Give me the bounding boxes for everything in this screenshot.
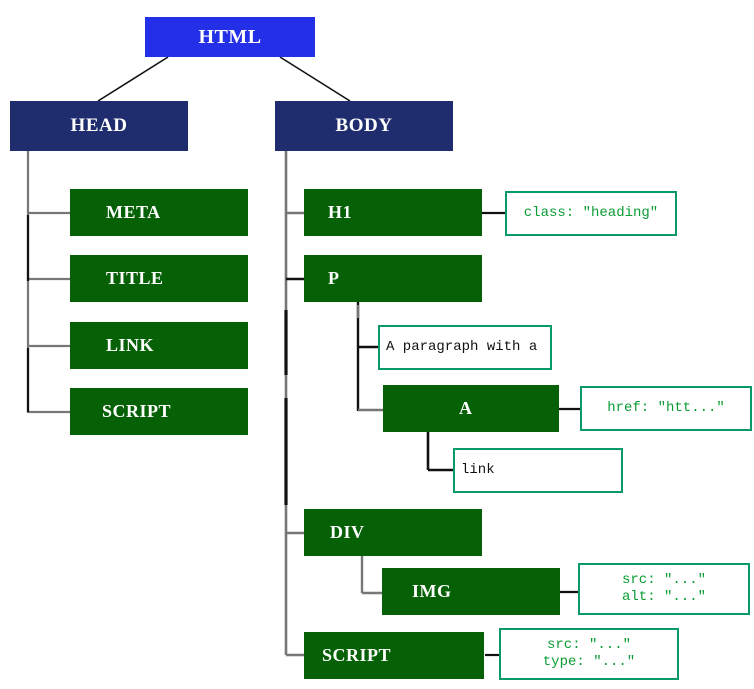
- node-p[interactable]: P: [304, 255, 482, 302]
- node-head[interactable]: HEAD: [10, 101, 188, 151]
- node-body-label: BODY: [335, 115, 393, 136]
- node-a-label: A: [459, 398, 473, 418]
- node-html-label: HTML: [198, 25, 262, 48]
- node-h1[interactable]: H1: [304, 189, 482, 236]
- node-body[interactable]: BODY: [275, 101, 453, 151]
- node-div-label: DIV: [330, 522, 365, 542]
- node-head-script-label: SCRIPT: [102, 401, 172, 421]
- attr-box-img-attrs[interactable]: src: "..." alt: "...": [578, 563, 750, 615]
- node-meta[interactable]: META: [70, 189, 248, 236]
- text-node-link[interactable]: link: [453, 448, 623, 493]
- node-body-script[interactable]: SCRIPT: [304, 632, 484, 679]
- text-node-paragraph[interactable]: A paragraph with a: [378, 325, 552, 370]
- node-p-label: P: [328, 268, 340, 288]
- attr-box-a-href[interactable]: href: "htt...": [580, 386, 752, 431]
- node-title-label: TITLE: [106, 268, 164, 288]
- node-img-label: IMG: [412, 581, 452, 601]
- node-head-label: HEAD: [70, 115, 128, 136]
- node-head-script[interactable]: SCRIPT: [70, 388, 248, 435]
- node-body-script-label: SCRIPT: [322, 645, 392, 665]
- node-meta-label: META: [106, 202, 161, 222]
- node-link-label: LINK: [106, 335, 155, 355]
- attr-box-script-attrs[interactable]: src: "..." type: "...": [499, 628, 679, 680]
- node-div[interactable]: DIV: [304, 509, 482, 556]
- node-title[interactable]: TITLE: [70, 255, 248, 302]
- attr-a-href-line1: href: "htt...": [607, 400, 725, 416]
- attr-img-src-line: src: "...": [621, 572, 706, 588]
- node-html[interactable]: HTML: [145, 17, 315, 57]
- node-img[interactable]: IMG: [382, 568, 560, 615]
- attr-img-alt-line: alt: "...": [621, 589, 706, 605]
- attr-h1-class-line1: class: "heading": [523, 205, 659, 221]
- node-a[interactable]: A: [383, 385, 559, 432]
- attr-script-type-line: type: "...": [542, 654, 636, 670]
- attr-box-h1-class[interactable]: class: "heading": [505, 191, 677, 236]
- text-node-link-value: link: [461, 462, 495, 478]
- node-h1-label: H1: [328, 202, 353, 222]
- attr-script-src-line: src: "...": [546, 637, 631, 653]
- text-node-paragraph-value: A paragraph with a: [386, 339, 538, 355]
- node-link[interactable]: LINK: [70, 322, 248, 369]
